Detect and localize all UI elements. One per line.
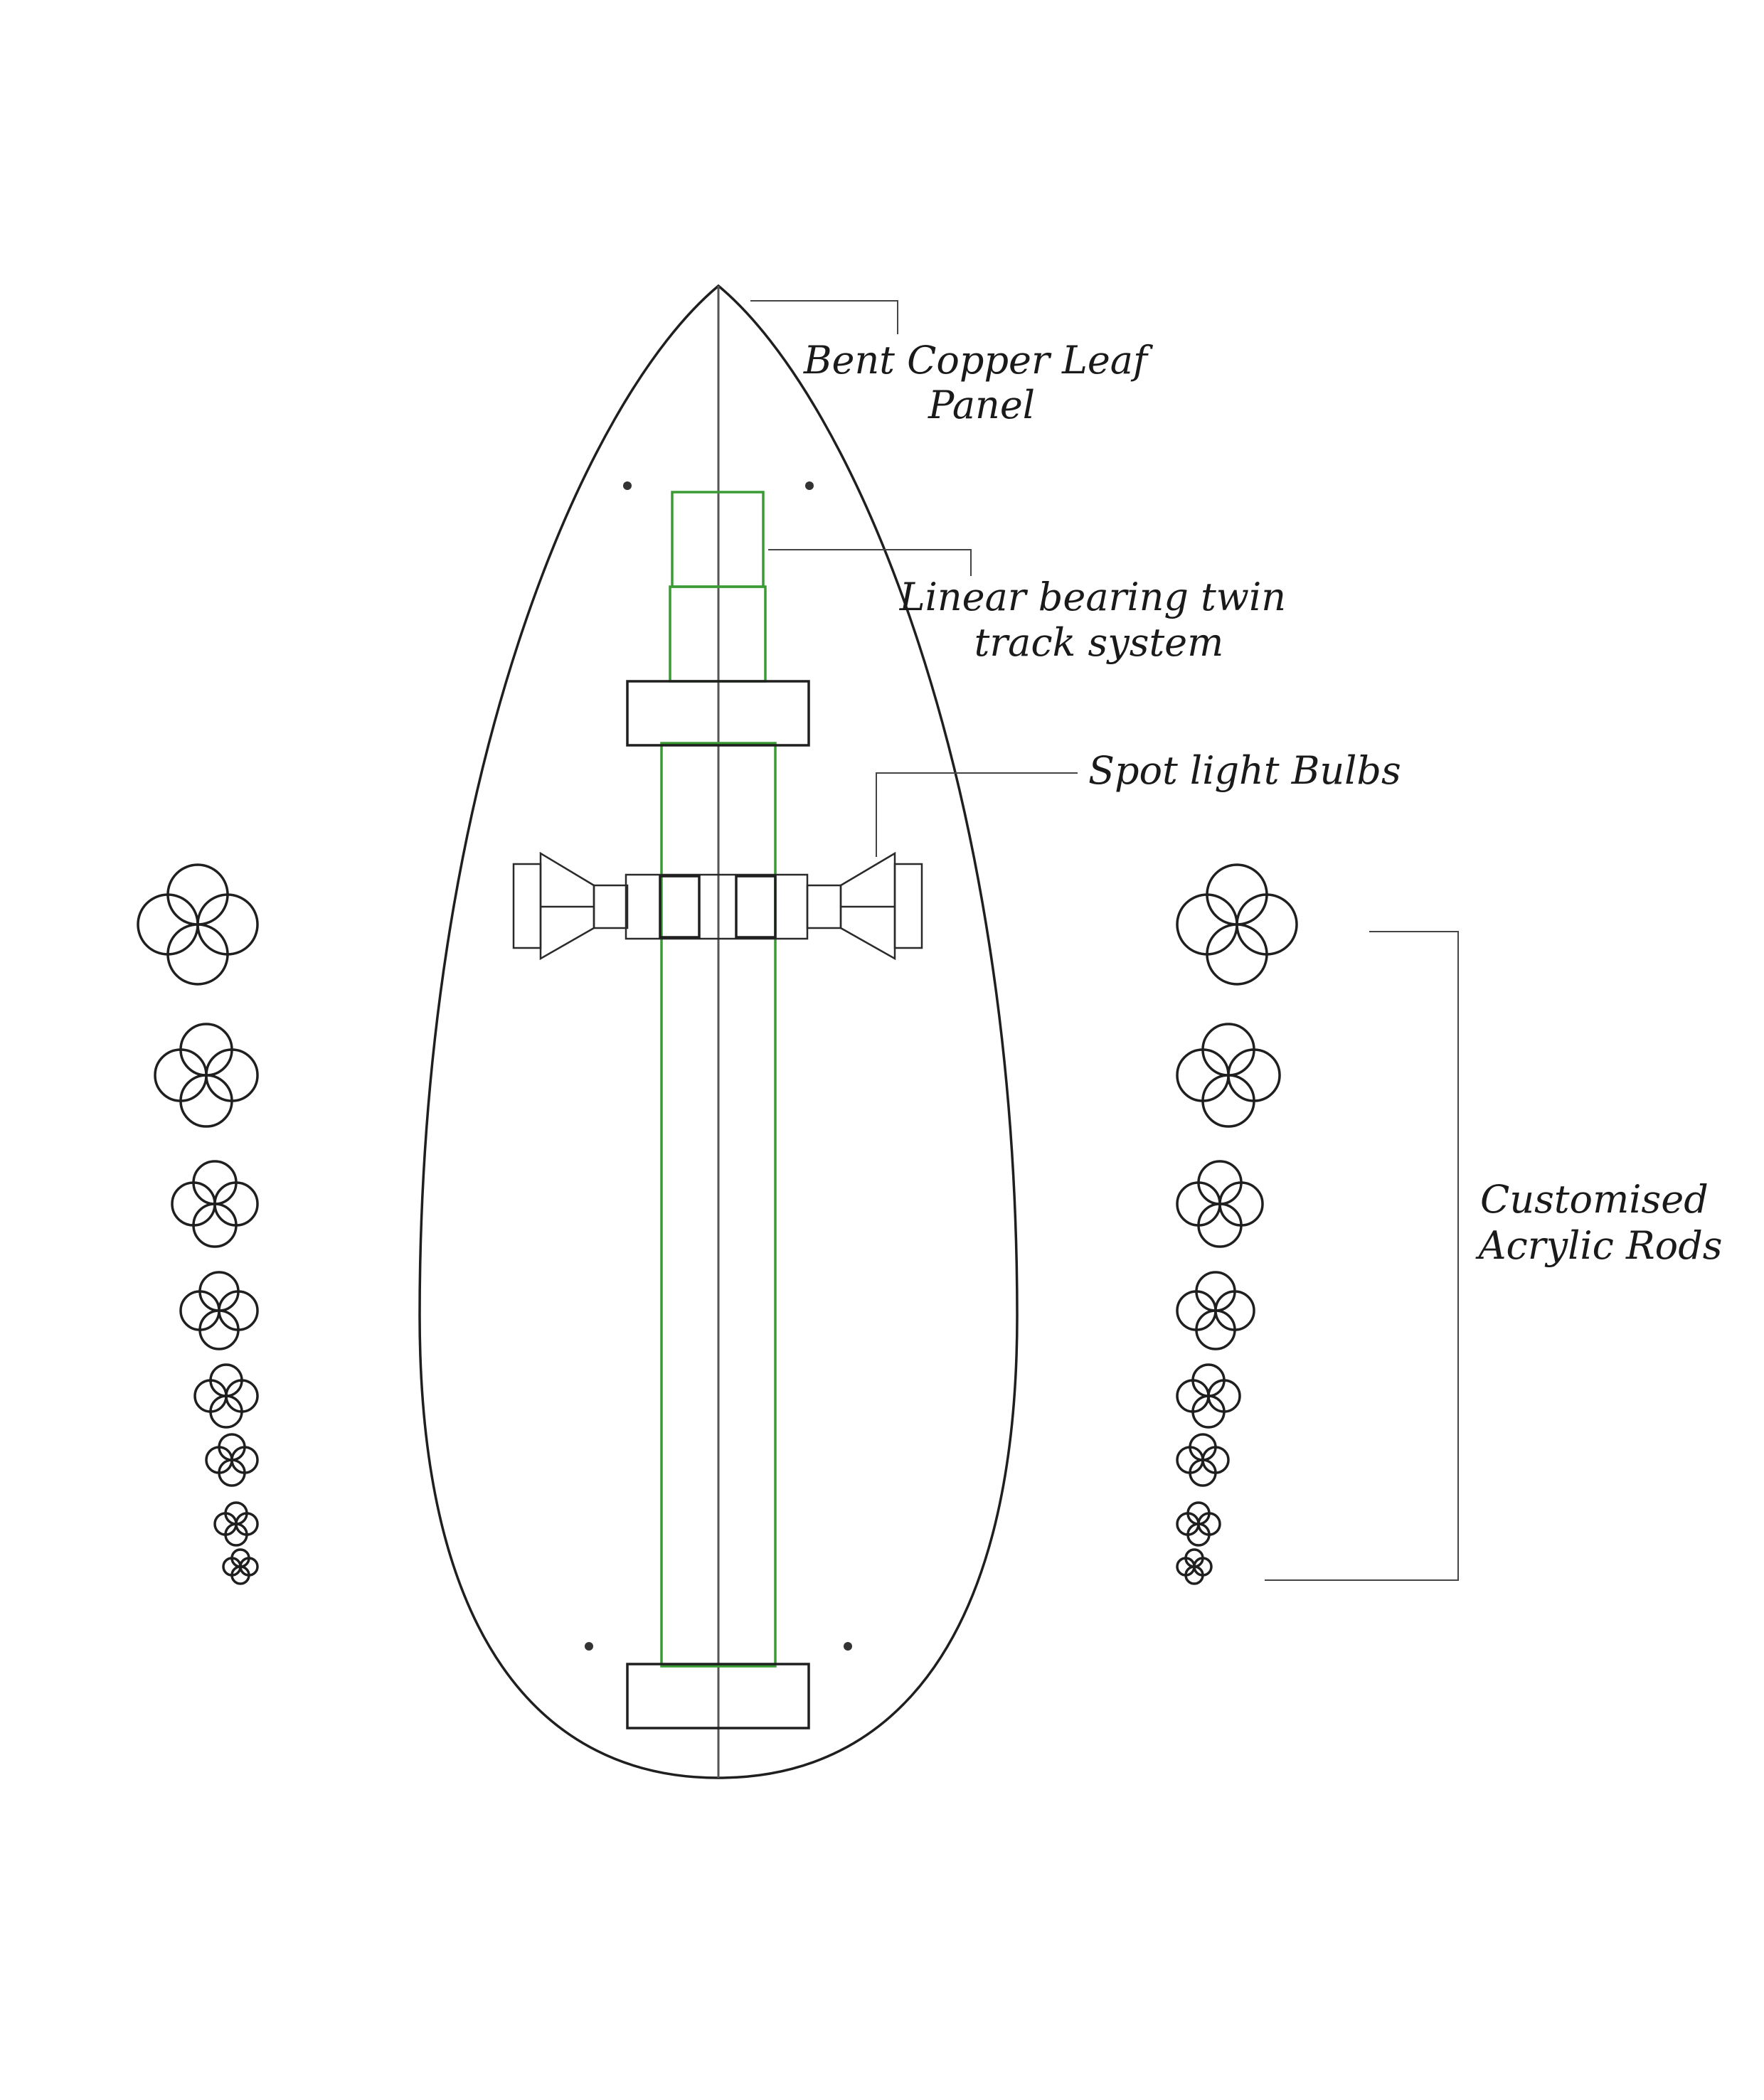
mount-dot	[844, 1642, 852, 1651]
mount-dot	[805, 481, 814, 490]
acrylic-rod-cluster	[1176, 1501, 1221, 1547]
acrylic-rod	[1191, 1395, 1226, 1429]
acrylic-rod	[1176, 893, 1238, 956]
acrylic-rods-right	[1176, 863, 1298, 1585]
acrylic-rod-cluster	[222, 1548, 259, 1585]
label-spot-lights-line1: Spot light Bulbs	[1088, 748, 1401, 793]
bottom-clamp	[626, 1663, 810, 1729]
label-linear-bearing-line1: Linear bearing twin	[899, 575, 1286, 619]
acrylic-rod	[230, 1565, 250, 1585]
acrylic-rod	[209, 1395, 243, 1429]
acrylic-rod	[192, 1203, 238, 1248]
acrylic-rod-cluster	[137, 863, 259, 986]
acrylic-rod-cluster	[1176, 863, 1298, 986]
acrylic-rod	[137, 893, 199, 956]
leader-linear-bearing	[768, 549, 972, 576]
leader-spot-lights	[876, 772, 1078, 857]
label-copper-panel: Bent Copper Leaf Panel	[803, 338, 1159, 427]
acrylic-rod	[1184, 1565, 1204, 1585]
label-copper-panel-line1: Bent Copper Leaf	[803, 338, 1153, 383]
acrylic-rod-cluster	[1176, 1271, 1255, 1350]
acrylic-rod-cluster	[1176, 1548, 1213, 1585]
acrylic-rod	[1197, 1203, 1243, 1248]
acrylic-rod-cluster	[1176, 1160, 1264, 1248]
acrylic-rod-cluster	[171, 1160, 259, 1248]
top-clamp	[626, 680, 810, 747]
acrylic-rod-cluster	[1176, 1023, 1281, 1128]
leader-acrylic-rods	[1265, 931, 1459, 1581]
label-copper-panel-line2: Panel	[928, 383, 1035, 427]
acrylic-rods-left	[137, 863, 259, 1585]
label-acrylic-rods: Customised Acrylic Rods	[1475, 1177, 1723, 1268]
acrylic-rod	[224, 1523, 248, 1547]
acrylic-rod	[198, 1309, 240, 1350]
label-linear-bearing: Linear bearing twin track system	[899, 575, 1299, 665]
acrylic-rod	[166, 923, 229, 986]
acrylic-rod	[1201, 1074, 1255, 1128]
mount-dot	[585, 1642, 593, 1651]
mount-dot	[623, 481, 632, 490]
acrylic-rod-cluster	[154, 1023, 259, 1128]
label-linear-bearing-line2: track system	[974, 620, 1224, 665]
twin-track	[660, 742, 777, 1668]
label-spot-lights: Spot light Bulbs	[1088, 748, 1401, 793]
label-acrylic-rods-line1: Customised	[1480, 1177, 1709, 1222]
label-acrylic-rods-line2: Acrylic Rods	[1475, 1223, 1723, 1268]
acrylic-rod	[1206, 863, 1268, 926]
acrylic-rod	[1206, 923, 1268, 986]
acrylic-rod	[166, 863, 229, 926]
acrylic-rod	[1186, 1523, 1211, 1547]
spot-light-left	[512, 851, 595, 961]
acrylic-rod-cluster	[213, 1501, 259, 1547]
acrylic-rod	[1195, 1309, 1236, 1350]
leader-copper-panel	[750, 300, 898, 334]
acrylic-rod-cluster	[1176, 1363, 1241, 1429]
acrylic-rod-cluster	[1176, 1433, 1230, 1487]
acrylic-rod-cluster	[179, 1271, 259, 1350]
spot-light-right	[839, 851, 923, 961]
acrylic-rod	[218, 1459, 246, 1487]
acrylic-rod	[1189, 1459, 1217, 1487]
acrylic-rod	[179, 1074, 233, 1128]
acrylic-rod-cluster	[193, 1363, 259, 1429]
acrylic-rod	[196, 893, 259, 956]
acrylic-rod-cluster	[205, 1433, 259, 1487]
acrylic-rod	[1236, 893, 1298, 956]
